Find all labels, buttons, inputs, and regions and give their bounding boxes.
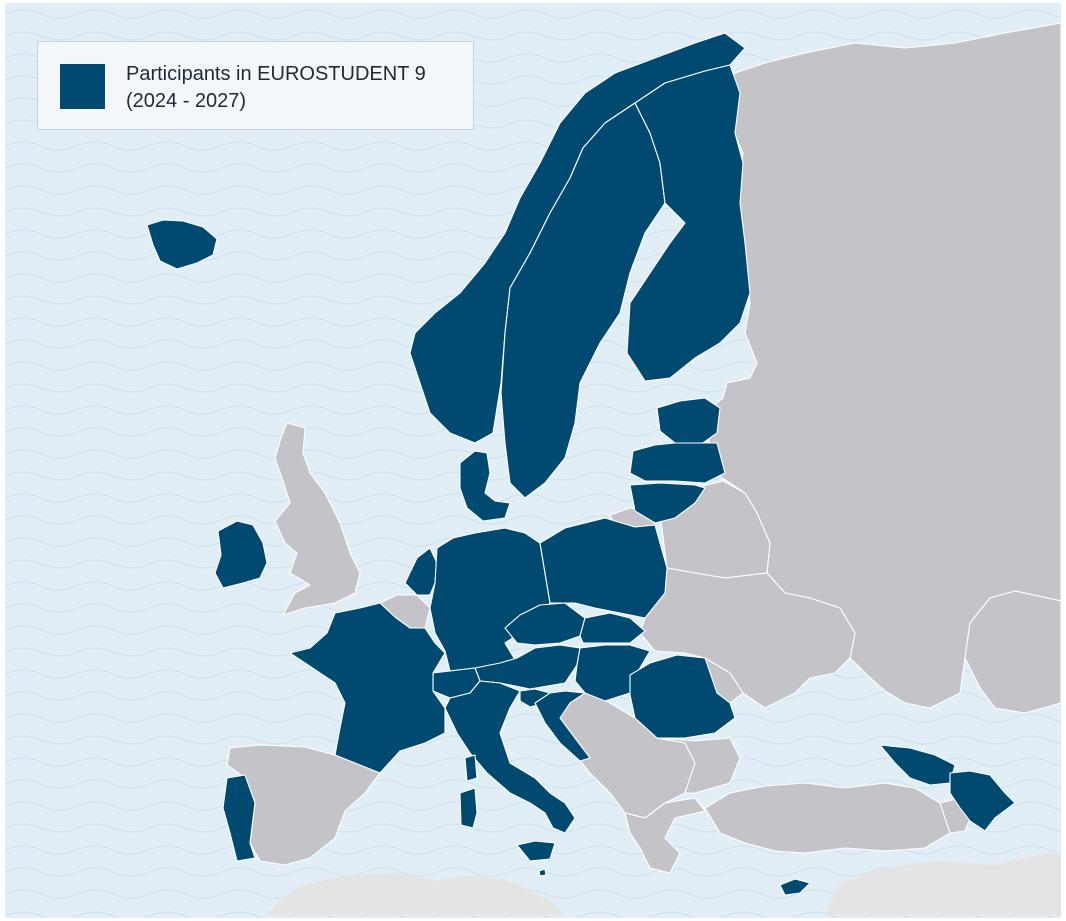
country-slovakia [579,612,646,644]
country-france-corsica [464,754,478,782]
country-romania [629,654,736,739]
country-portugal [222,774,256,862]
country-italy [444,680,576,834]
country-bulgaria [656,737,741,794]
north-africa [265,873,565,915]
europe-map [5,3,1061,918]
country-ireland [214,520,268,589]
country-kazakhstan [964,590,1061,714]
country-estonia [656,397,721,444]
country-italy-sardinia [459,787,478,829]
country-sweden [500,102,666,499]
country-finland [626,64,751,382]
legend-swatch [60,64,105,109]
map-legend: Participants in EUROSTUDENT 9 (2024 - 20… [37,41,474,130]
country-france [289,602,446,774]
country-iceland [146,219,218,270]
country-ukraine [639,567,856,709]
country-lithuania [629,482,706,524]
legend-label: Participants in EUROSTUDENT 9 (2024 - 20… [126,61,466,115]
country-latvia [629,442,726,484]
legend-line-2: (2024 - 2027) [126,90,247,112]
country-azerbaijan [949,770,1016,832]
country-cyprus [779,878,811,896]
country-denmark [459,450,511,522]
middle-east [825,853,1061,915]
country-greece [624,797,706,874]
country-italy-sicily [516,840,556,862]
legend-line-1: Participants in EUROSTUDENT 9 [126,63,426,85]
country-croatia [534,690,591,762]
country-united-kingdom [274,422,361,616]
country-malta [538,868,547,877]
